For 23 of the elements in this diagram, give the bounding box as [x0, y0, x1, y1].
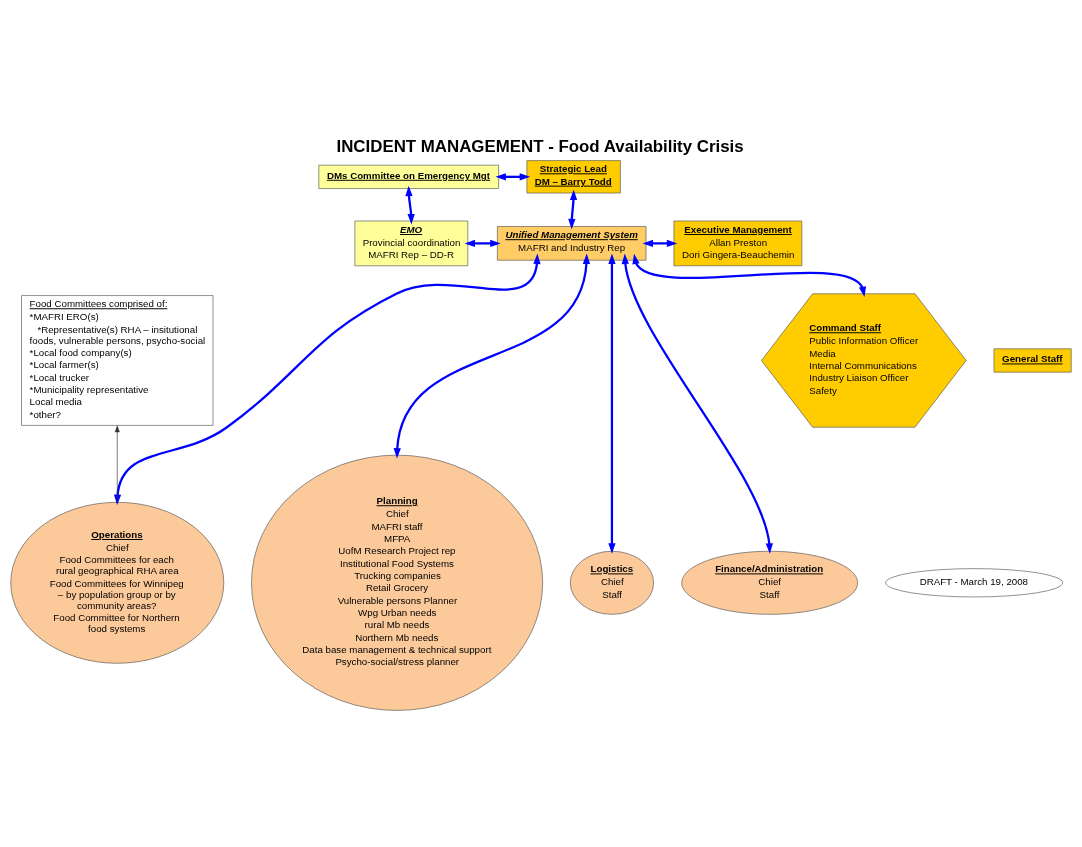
arrow	[632, 253, 867, 298]
node-ellipse: Finance/Administration Chief Staff	[681, 550, 858, 615]
arrow	[113, 253, 541, 506]
node-box: DMs Committee on Emergency Mgt	[318, 164, 499, 189]
node-box: General Staff	[993, 348, 1072, 373]
arrow	[568, 189, 578, 230]
node-box: Unified Management System MAFRI and Industry Rep	[497, 226, 647, 261]
node-box: Executive Management Allan Preston Dori Gingera-Beauchemin	[673, 220, 803, 267]
arrow	[405, 185, 415, 225]
node-box: Strategic Lead DM – Barry Todd	[526, 160, 621, 194]
arrow	[621, 253, 773, 554]
node-ellipse: DRAFT - March 19, 2008	[885, 568, 1064, 598]
arrow	[642, 239, 678, 248]
diagram-title: INCIDENT MANAGEMENT - Food Availability Crisis	[336, 137, 744, 157]
arrow	[464, 239, 501, 248]
node-ellipse: Operations Chief Food Committees for each rural geographical RHA area Food Committees for Winnipeg – by population group or by community areas? Food Committee for Northern food systems	[10, 501, 225, 664]
arrow	[608, 253, 616, 554]
arrow	[393, 253, 591, 459]
node-ellipse: Planning Chief MAFRI staff MFPA UofM Research Project rep Institutional Food Systems Trucking companies Retail Grocery Vulnerable persons Planner Wpg Urban needs rural Mb needs Northern Mb needs Data base management & technical support Psycho-social/stress planner	[251, 454, 543, 711]
arrow	[114, 425, 120, 502]
node-ellipse: Logistics Chief Staff	[569, 550, 654, 615]
node-box: EMO Provincial coordination MAFRI Rep – DD-R	[354, 220, 469, 267]
node-box: Food Committees comprised of: *MAFRI ERO(s) *Representative(s) RHA – insitutional foods, vulnerable persons, psycho-social *Local food company(s) *Local farmer(s) *Local trucker *Municipality representative Local media *other?	[21, 295, 214, 426]
